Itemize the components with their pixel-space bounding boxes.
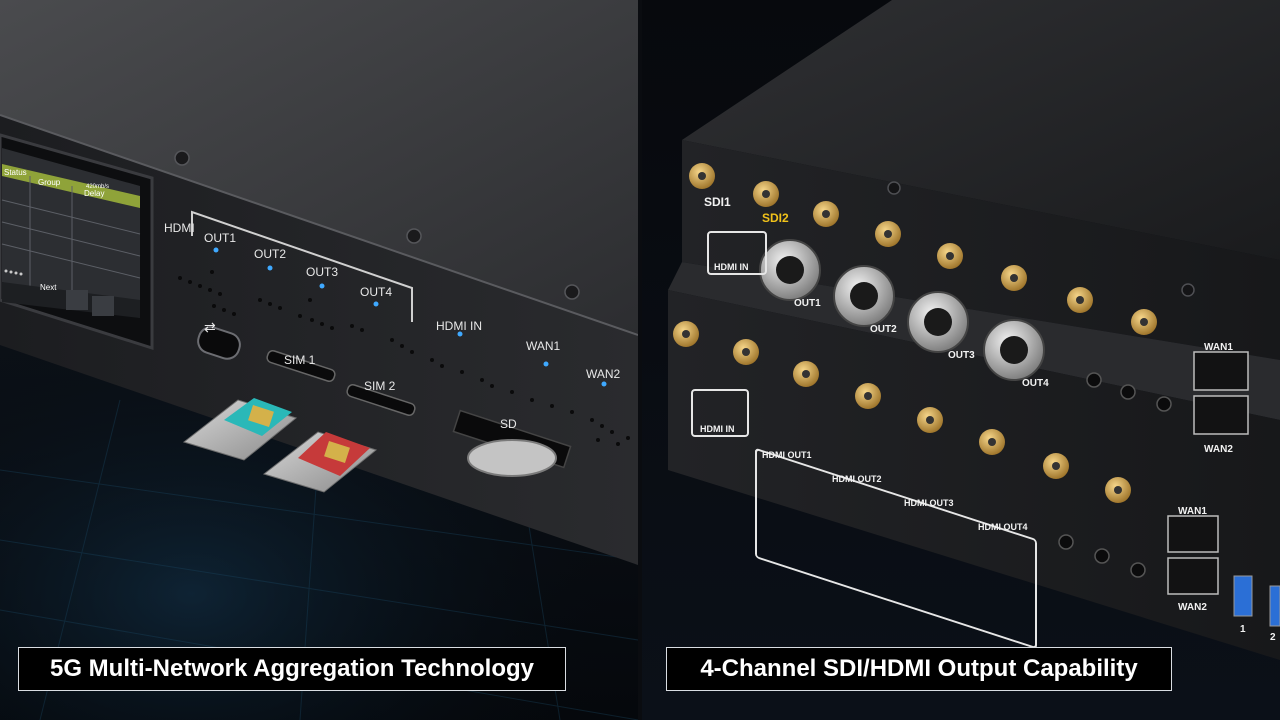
wan1-led [543,361,549,367]
hdmi-out3-label: HDMI OUT3 [904,498,954,508]
usb-icon: ⇄ [204,319,216,335]
wan2-led [601,381,607,387]
lower-unit-rear [668,290,1280,660]
screen-header-delay: Delay [84,189,104,198]
bnc-out3-label: OUT3 [948,350,975,361]
screen-dots [4,269,23,276]
left-panel-photo: Status Group Delay 420mb/s Next HDMI OUT… [0,0,638,720]
touch-screen: Status Group Delay 420mb/s Next [0,133,154,351]
encoder-front-view: Status Group Delay 420mb/s Next HDMI OUT… [0,0,638,720]
out1-label: OUT1 [204,231,236,245]
upper-unit-rear [682,140,1280,360]
screen-header-group: Group [38,178,61,187]
lower-sdi-connectors [673,321,1131,503]
screen-next: Next [40,283,57,292]
usb-port-2 [1269,585,1280,627]
hdmi-out2-label: HDMI OUT2 [832,474,882,484]
caption-right: 4-Channel SDI/HDMI Output Capability [666,647,1172,691]
output-bracket [191,210,413,322]
sim2-label: SIM 2 [364,379,396,393]
upper-hdmi-in-box [707,231,767,275]
lower-ethernet-wan1 [1167,515,1219,553]
sim1-label: SIM 1 [284,353,316,367]
screen-header-status: Status [4,168,27,177]
screw-icon [887,181,901,195]
upper-sdi-connectors [689,163,1157,335]
output-leds: OUT1 OUT2 OUT3 OUT4 [204,231,392,307]
bnc-connectors [759,239,1045,381]
cloud-icon [66,290,88,310]
usb-port-1 [1233,575,1253,617]
encoder-rear-stack: SDI1 SDI2 OUT1 OUT2 OUT3 OUT4 HDMI IN WA… [642,0,1280,720]
hdmi-in-led [457,331,463,337]
lower-hdmi-out-bracket [755,448,1037,649]
audio-jacks [1058,372,1172,578]
sim-tray-1 [182,398,298,461]
usb-2-label: 2 [1270,632,1276,643]
out4-label: OUT4 [360,285,392,299]
wan1-label: WAN1 [526,339,561,353]
lower-unit-top [668,262,1280,420]
screw-icon [1181,283,1195,297]
screen-speed: 420mb/s [86,184,109,190]
bnc-out2-label: OUT2 [870,324,897,335]
hdmi-in-label: HDMI IN [436,319,482,333]
sd-label: SD [500,417,517,431]
sim1-slot [266,350,336,382]
hdmi-out1-label: HDMI OUT1 [762,450,812,460]
sdi-label: SDI2 [762,211,789,225]
device-top [0,0,638,335]
lower-hdmi-in-label: HDMI IN [700,424,735,434]
upper-hdmi-in-label: HDMI IN [714,262,749,272]
upper-wan2-label: WAN2 [1204,444,1233,455]
lower-hdmi-in-box [691,389,749,437]
sim-tray-2 [262,431,378,493]
sim2-slot [346,384,416,416]
right-panel-photo: SDI1 SDI2 OUT1 OUT2 OUT3 OUT4 HDMI IN WA… [642,0,1280,720]
upper-ethernet-wan1 [1193,351,1249,391]
hdmi-out4-label: HDMI OUT4 [978,522,1028,532]
lower-wan2-label: WAN2 [1178,602,1207,613]
usb-1-label: 1 [1240,624,1246,635]
out2-label: OUT2 [254,247,286,261]
bnc-out4-label: OUT4 [1022,378,1049,389]
bnc-out1-label: OUT1 [794,298,821,309]
caption-left: 5G Multi-Network Aggregation Technology [18,647,566,691]
screw-icon [174,150,580,300]
sdi-label: SDI1 [704,195,731,209]
upper-wan1-label: WAN1 [1204,342,1233,353]
hdmi-label: HDMI [164,221,195,235]
usb-c-port: ⇄ [197,319,241,360]
vent-holes [178,270,630,446]
lower-ethernet-wan2 [1167,557,1219,595]
upper-ethernet-wan2 [1193,395,1249,435]
wan2-label: WAN2 [586,367,621,381]
out3-label: OUT3 [306,265,338,279]
lower-wan1-label: WAN1 [1178,506,1207,517]
sd-card [467,439,557,477]
gear-icon [92,296,114,316]
upper-unit-top [682,0,1280,260]
